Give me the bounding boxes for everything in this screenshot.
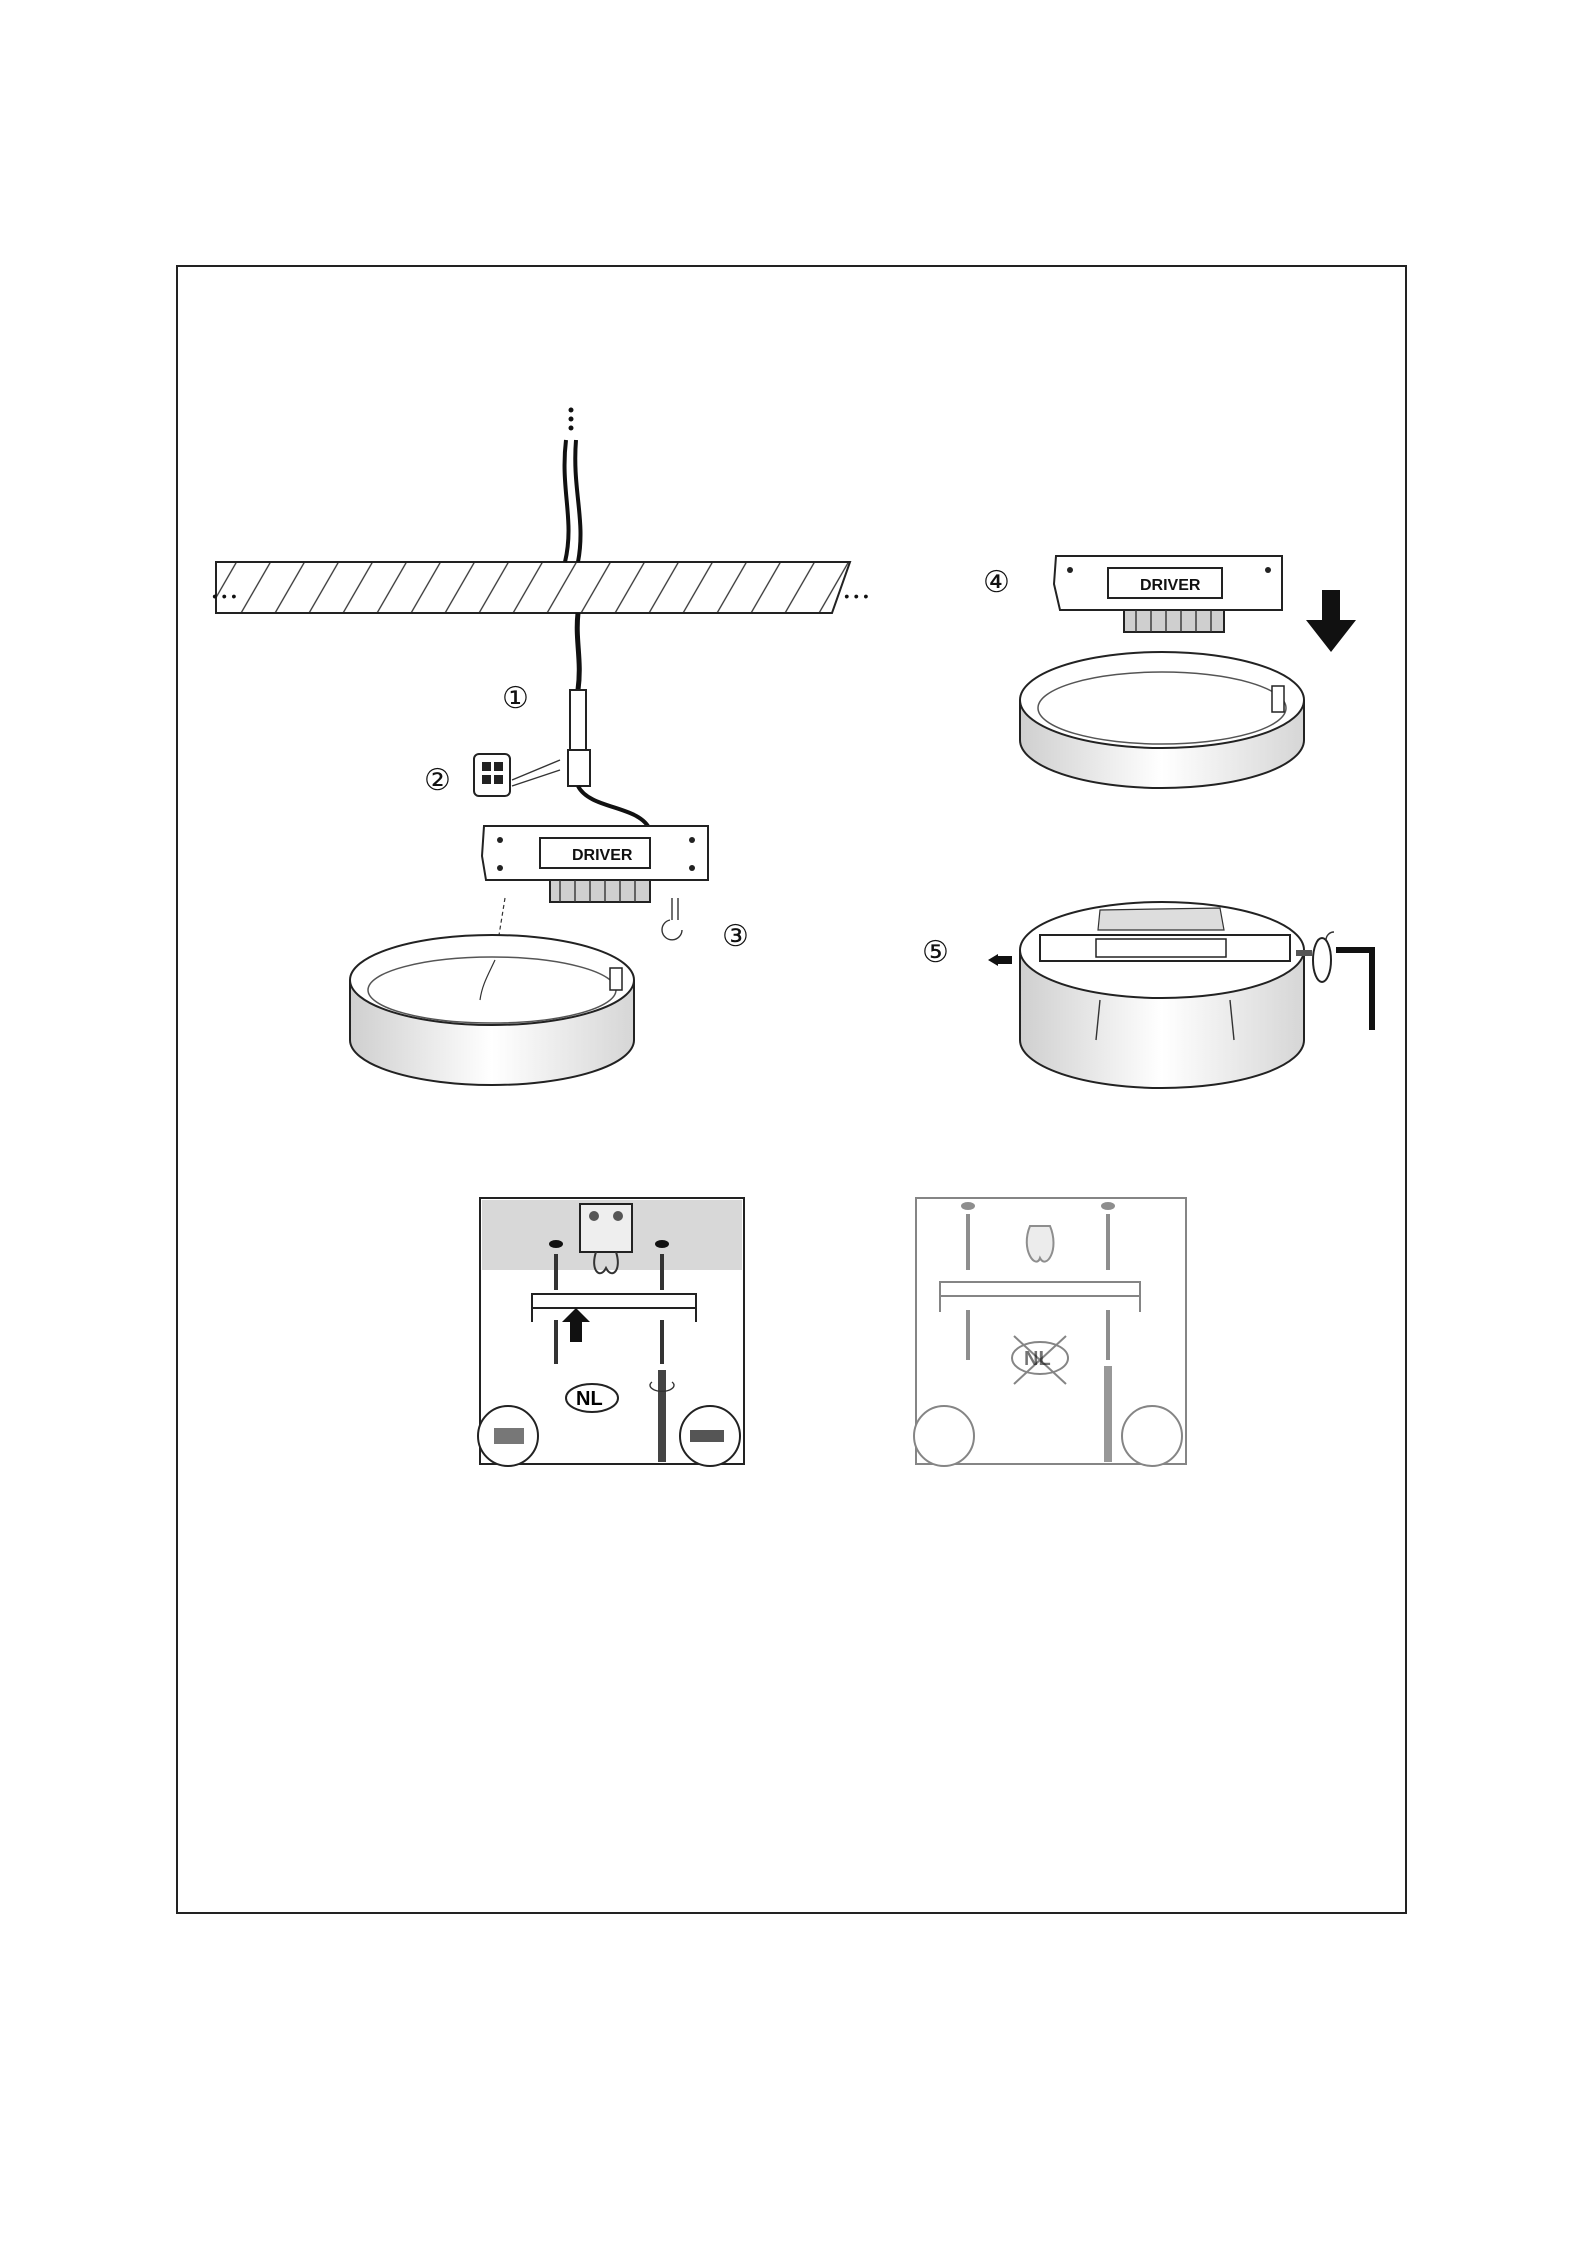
step-3-label: ③ bbox=[722, 919, 749, 954]
housing-ring-step4 bbox=[1020, 652, 1304, 788]
ceiling-ellipsis-right: ... bbox=[842, 571, 871, 606]
driver-label-step4: DRIVER bbox=[1140, 577, 1201, 594]
driver-box-step3 bbox=[482, 826, 708, 902]
mounting-panel-left bbox=[478, 1198, 744, 1466]
driver-label-step3: DRIVER bbox=[572, 847, 633, 864]
allen-key-icon bbox=[1336, 950, 1372, 1030]
housing-ring-step3 bbox=[350, 935, 634, 1085]
connector-callout bbox=[474, 754, 560, 796]
step-4-label: ④ bbox=[983, 565, 1010, 600]
step-2-label: ② bbox=[424, 763, 451, 798]
down-arrow-icon bbox=[1306, 590, 1356, 652]
left-screw-icon bbox=[988, 954, 1012, 966]
ceiling-slab bbox=[216, 562, 850, 613]
ceiling-ellipsis-left: ... bbox=[210, 571, 239, 606]
left-panel-badge: NL bbox=[576, 1388, 603, 1410]
right-panel-badge: NL bbox=[1024, 1348, 1051, 1370]
mounting-panel-right bbox=[914, 1198, 1186, 1466]
supply-cable bbox=[565, 408, 650, 831]
housing-ring-step5 bbox=[1020, 902, 1304, 1088]
driver-box-step4 bbox=[1054, 556, 1282, 632]
step-5-label: ⑤ bbox=[922, 935, 949, 970]
step-1-label: ① bbox=[502, 681, 529, 716]
